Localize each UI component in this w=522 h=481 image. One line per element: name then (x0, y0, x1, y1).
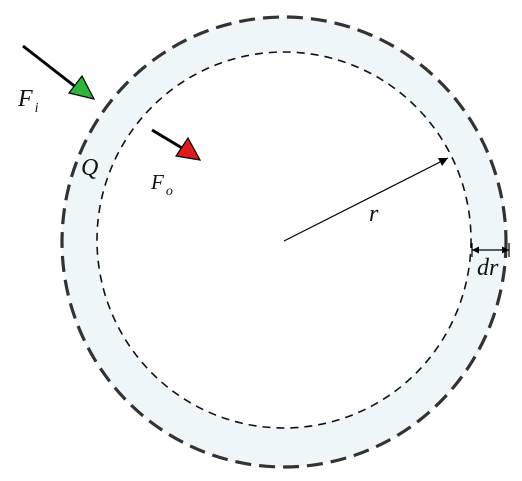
label-q: Q (81, 155, 98, 181)
outer-boundary (60, 15, 508, 469)
label-r: r (369, 201, 379, 227)
outflow-arrowhead (174, 136, 202, 161)
label-dr: dr (477, 255, 499, 281)
outflow-arrow (151, 128, 202, 161)
inflow-arrowhead (67, 74, 96, 100)
inflow-arrow (22, 44, 96, 100)
radius-arrow (283, 157, 449, 242)
inner-boundary (96, 51, 472, 429)
shell-region (62, 17, 506, 467)
